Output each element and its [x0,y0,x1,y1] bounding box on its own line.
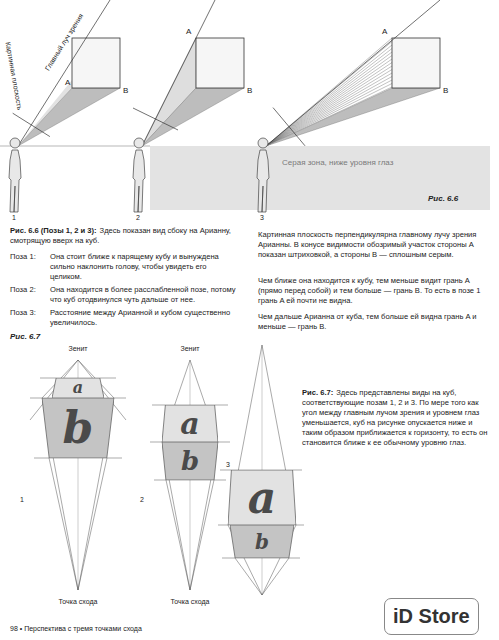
pose-text-text: Поза 2: [10,285,36,295]
cube-face: b [162,442,218,480]
face-letter-text: B [247,86,252,95]
pose-number: 3 [260,213,264,222]
plane-label-text: Картинная плоскость [5,41,24,110]
vanishing-point-label: Точка схода [59,597,98,606]
cube-face: a [228,470,296,525]
body-text: Чем дальше Арианна от куба, тем больше е… [258,312,490,332]
vanishing-point-label-text: Точка схода [59,598,98,605]
vanishing-point-label: Точка схода [171,597,210,606]
view-number-text: 2 [140,496,144,503]
face-letter: a [248,476,277,520]
caption-text: Рис. 6.6 (Позы 1, 2 и 3): [10,226,97,235]
caption-text: Рис. 6.7: [302,388,333,397]
caption: Рис. 6.7:Здесь представлены виды на куб,… [302,388,490,448]
zenith-label-text: Зенит [68,345,87,352]
figure-label: Рис. 6.7 [10,332,40,342]
cube-face: a [162,405,218,442]
face-letter: a [180,409,199,439]
zone-label: Серая зона, ниже уровня глаз [282,158,393,167]
cube-face: b [230,525,294,558]
page-footer-text: 98 • Перспектива с тремя точками схода [10,625,142,632]
pose-text: Поза 1: Она стоит ближе к парящему кубу и… [10,252,238,282]
face-letter-text: B [123,86,128,95]
figure-label-text: Рис. 6.6 [428,194,458,203]
cube-face: b [42,398,114,458]
pose-text-text: Поза 1: [10,252,36,262]
caption: Рис. 6.6 (Позы 1, 2 и 3):Здесь показан в… [10,226,238,246]
view-number-text: 1 [20,496,24,503]
pose-text-text: Расстояние между Арианной и кубом сущест… [50,308,230,327]
face-letter: A [186,27,191,37]
watermark: iD Store [384,598,479,635]
pose-number-text: 3 [260,214,264,221]
page-footer: 98 • Перспектива с тремя точками схода [10,624,142,633]
body-text: Чем ближе она находится к кубу, тем мень… [258,276,490,306]
view-number-text: 3 [226,461,230,468]
face-letter: B [443,86,448,96]
zenith-label-text: Зенит [180,345,199,352]
face-letter-text: A [382,27,387,36]
pose-number: 1 [12,213,16,222]
body-text-text: Картинная плоскость перпендикулярна глав… [258,230,476,259]
pose-number-text: 2 [136,214,140,221]
face-letter: A [65,78,70,88]
pose-text-text: Она находится в более расслабленной позе… [50,285,236,304]
pose-text: Поза 2: Она находится в более расслабленн… [10,285,238,305]
face-letter: A [382,27,387,37]
face-letter: b [181,448,199,474]
face-letter: B [247,86,252,96]
pose-number-text: 1 [12,214,16,221]
view-number: 2 [140,495,144,504]
pose-text-text: Поза 3: [10,308,36,318]
view-number: 3 [226,460,230,469]
vanishing-point-label-text: Точка схода [171,598,210,605]
body-text: Картинная плоскость перпендикулярна глав… [258,230,490,260]
face-letter: B [123,86,128,96]
pose-number: 2 [136,213,140,222]
figure-label: Рис. 6.6 [428,194,458,204]
plane-label: Картинная плоскость [4,41,25,110]
zenith-label: Зенит [180,344,199,353]
figure-label-text: Рис. 6.7 [10,332,40,341]
face-letter: a [73,380,83,396]
watermark-text: iD Store [393,605,470,627]
view-number: 1 [20,495,24,504]
pose-text: Поза 3: Расстояние между Арианной и кубом… [10,308,238,328]
face-letter-text: A [186,27,191,36]
body-text-text: Чем дальше Арианна от куба, тем больше е… [258,312,477,331]
zenith-label: Зенит [68,344,87,353]
face-letter-text: B [443,86,448,95]
face-letter: b [63,406,94,450]
face-letter: b [255,532,269,552]
face-letter-text: A [65,78,70,87]
pose-text-text: Она стоит ближе к парящему кубу и вынужд… [50,252,219,281]
body-text-text: Чем ближе она находится к кубу, тем мень… [258,276,480,305]
cube-face: a [52,378,104,398]
